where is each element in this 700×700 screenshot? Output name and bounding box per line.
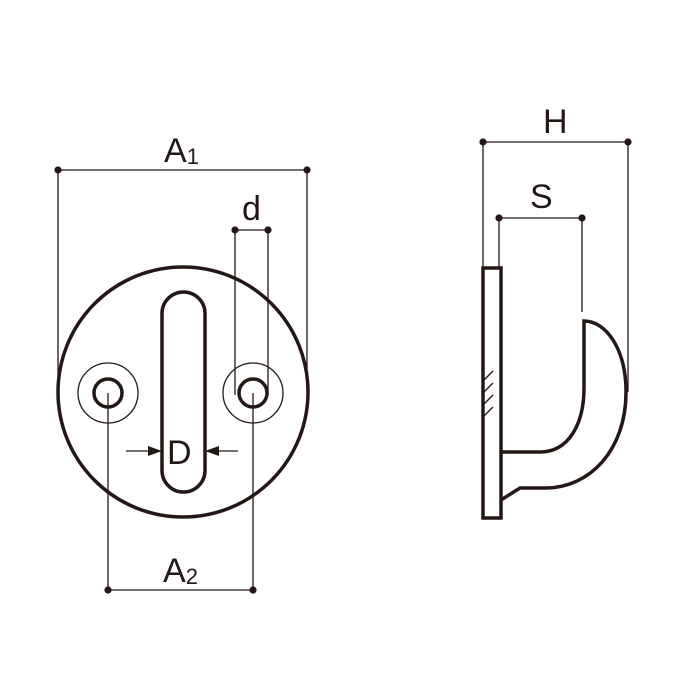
front-view [56,265,310,519]
dimension-d-slot: D [126,434,238,472]
hook-profile [500,319,628,502]
label-h: H [543,103,568,141]
center-slot [160,290,207,494]
dimension-s: S [495,178,586,312]
label-a2: A2 [163,552,198,590]
dimension-h: H [479,103,632,392]
label-d: d [242,190,261,228]
label-d-large: D [167,434,192,472]
dimension-a2: A2 [104,393,257,594]
dimension-d-hole: d [231,190,272,395]
side-view [481,266,628,520]
label-a1: A1 [164,132,199,170]
label-s: S [530,178,553,216]
base-plate-side [481,266,503,520]
base-hatching [483,370,494,417]
dimension-a1: A1 [54,132,311,392]
